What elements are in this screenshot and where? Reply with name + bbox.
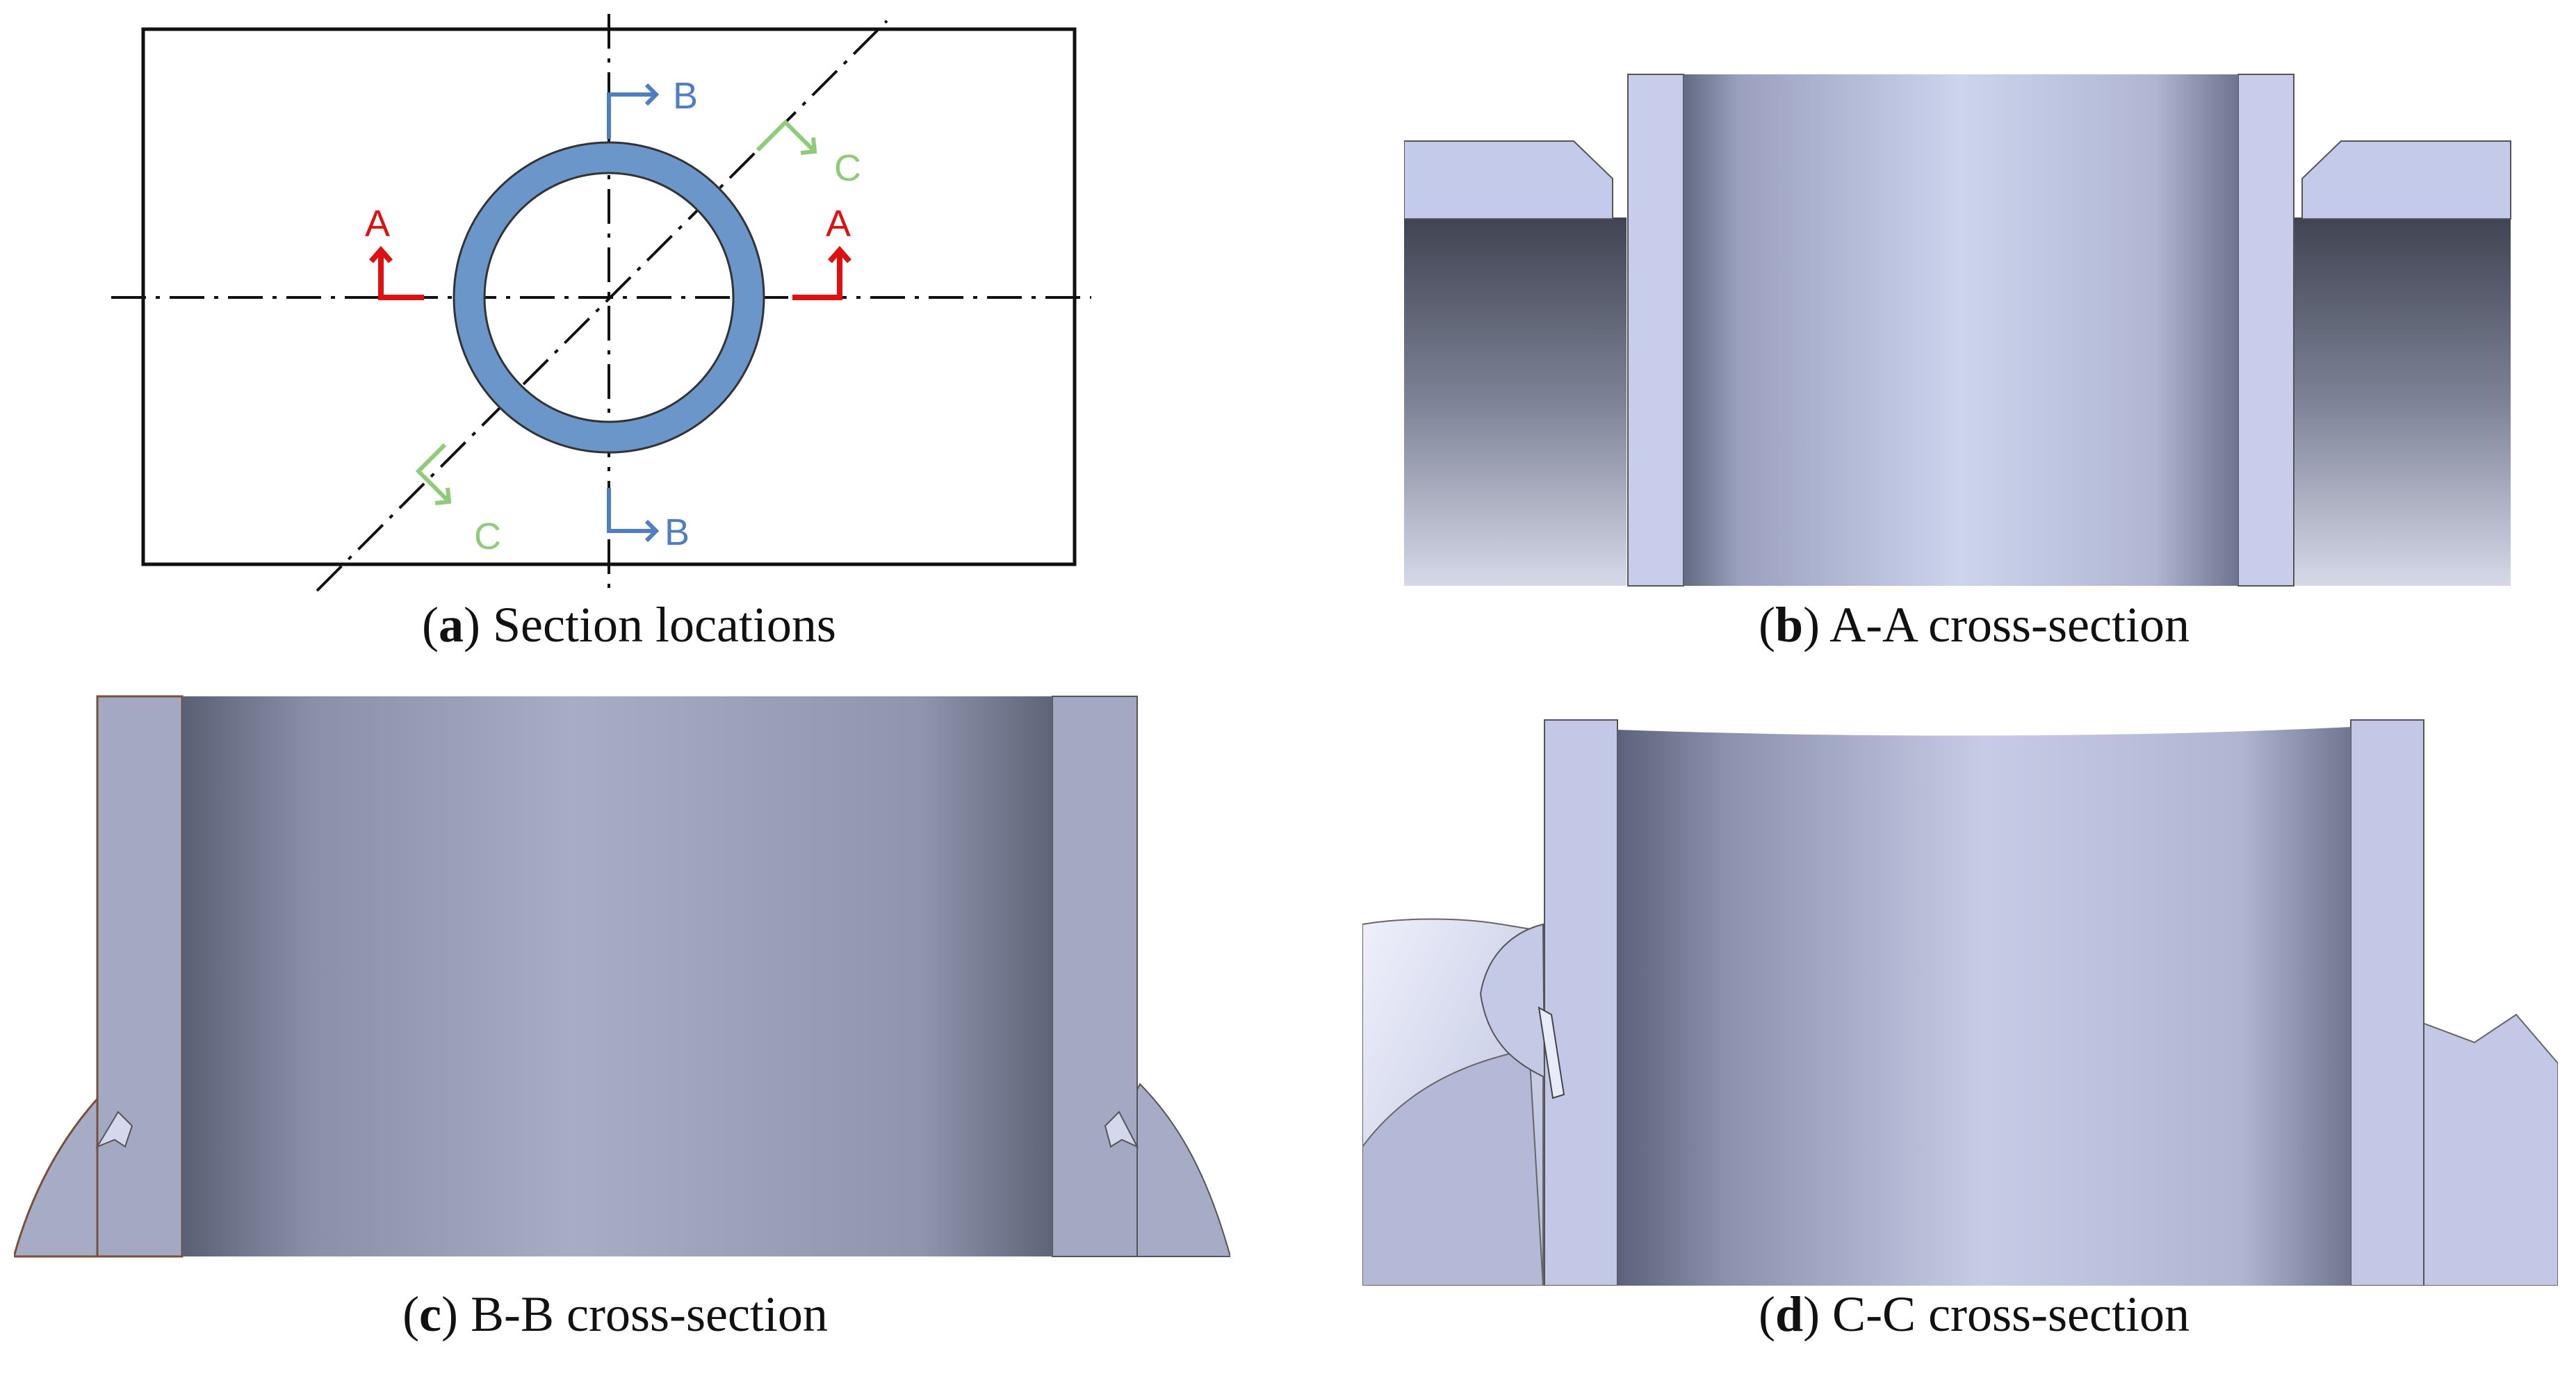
caption-a-text: Section locations xyxy=(493,597,836,653)
section-marker-c-top xyxy=(756,119,817,155)
bb-cross-section-render xyxy=(14,695,1230,1258)
right-pipe-wall xyxy=(2237,74,2294,587)
right-pipe-wall xyxy=(1052,696,1138,1257)
right-weld-gap xyxy=(1104,1111,1139,1149)
left-pipe-wall xyxy=(1544,719,1618,1286)
marker-a-right-label: A xyxy=(826,203,851,245)
pipe-bore xyxy=(1617,727,2351,1286)
caption-c-text: B-B cross-section xyxy=(471,1286,828,1342)
axis-diagonal xyxy=(316,19,888,592)
right-flange xyxy=(2301,140,2511,220)
aa-cross-section-render xyxy=(1404,74,2511,587)
caption-d-letter: d xyxy=(1775,1286,1804,1342)
caption-b-text: A-A cross-section xyxy=(1829,597,2190,653)
caption-d-text: C-C cross-section xyxy=(1832,1286,2190,1342)
section-locations-diagram: A A B B C C xyxy=(111,14,1091,592)
caption-c: (c) B-B cross-section xyxy=(402,1286,828,1342)
left-weld-gap xyxy=(1538,1006,1565,1099)
pipe-ring xyxy=(454,142,764,452)
caption-a-letter: a xyxy=(439,597,464,653)
right-pipe-wall xyxy=(2350,719,2424,1286)
caption-b: (b) A-A cross-section xyxy=(1759,597,2190,653)
left-pipe-wall xyxy=(1627,74,1684,587)
section-marker-c-bottom xyxy=(415,443,452,505)
panel-c-bb-cross-section xyxy=(14,695,1230,1265)
marker-b-bottom-label: B xyxy=(665,511,690,553)
panel-a-section-locations: A A B B C C xyxy=(111,14,1119,605)
caption-d: (d) C-C cross-section xyxy=(1759,1286,2190,1342)
pipe-bore xyxy=(1684,74,2238,586)
left-pipe-wall xyxy=(96,695,184,1258)
caption-c-letter: c xyxy=(419,1286,442,1342)
pipe-bore xyxy=(182,696,1052,1256)
right-cavity xyxy=(2288,218,2511,586)
marker-c-top-label: C xyxy=(834,147,861,189)
panel-b-aa-cross-section xyxy=(1404,73,2516,587)
marker-a-left-label: A xyxy=(365,203,390,245)
section-marker-b-bottom xyxy=(607,488,660,543)
section-marker-a-right xyxy=(792,245,852,300)
pipe-ring-outer-edge xyxy=(453,141,765,454)
caption-a: (a) Section locations xyxy=(422,597,836,653)
marker-b-top-label: B xyxy=(673,75,698,117)
panel-d-cc-cross-section xyxy=(1362,716,2558,1286)
cc-cross-section-render xyxy=(1362,719,2558,1286)
section-marker-a-left xyxy=(368,245,424,300)
left-flange xyxy=(1404,140,1613,220)
left-cavity xyxy=(1404,218,1627,586)
left-weld-gap xyxy=(95,1111,133,1149)
section-marker-b-top xyxy=(607,83,660,139)
right-weld-fillet xyxy=(1121,1083,1230,1257)
right-weld-zone xyxy=(2418,1013,2558,1286)
caption-b-letter: b xyxy=(1775,597,1804,653)
pipe-ring-inner-edge xyxy=(483,172,735,423)
marker-c-bottom-label: C xyxy=(474,516,501,557)
